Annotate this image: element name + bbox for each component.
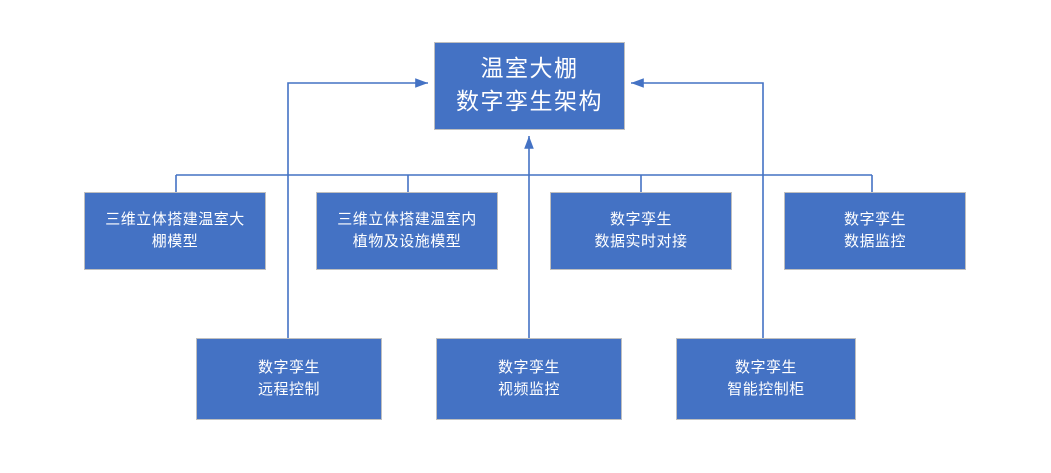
node-video-monitoring-label: 数字孪生 视频监控 [497,358,560,398]
node-root-digital-twin-architecture[interactable]: 温室大棚 数字孪生架构 [434,42,625,130]
node-remote-control[interactable]: 数字孪生 远程控制 [196,338,382,420]
node-data-monitoring-label: 数字孪生 数据监控 [843,210,906,250]
node-realtime-data-docking[interactable]: 数字孪生 数据实时对接 [550,192,732,270]
node-3d-plant-facility-model-label: 三维立体搭建温室内 植物及设施模型 [337,210,477,250]
node-realtime-data-docking-label: 数字孪生 数据实时对接 [594,210,688,250]
node-smart-control-cabinet[interactable]: 数字孪生 智能控制柜 [676,338,856,420]
node-video-monitoring[interactable]: 数字孪生 视频监控 [436,338,622,420]
node-smart-control-cabinet-label: 数字孪生 智能控制柜 [727,358,805,398]
node-remote-control-label: 数字孪生 远程控制 [257,358,320,398]
node-data-monitoring[interactable]: 数字孪生 数据监控 [784,192,966,270]
node-3d-greenhouse-model-label: 三维立体搭建温室大 棚模型 [105,210,245,250]
node-3d-greenhouse-model[interactable]: 三维立体搭建温室大 棚模型 [84,192,266,270]
node-3d-plant-facility-model[interactable]: 三维立体搭建温室内 植物及设施模型 [316,192,498,270]
node-root-label: 温室大棚 数字孪生架构 [456,55,603,115]
